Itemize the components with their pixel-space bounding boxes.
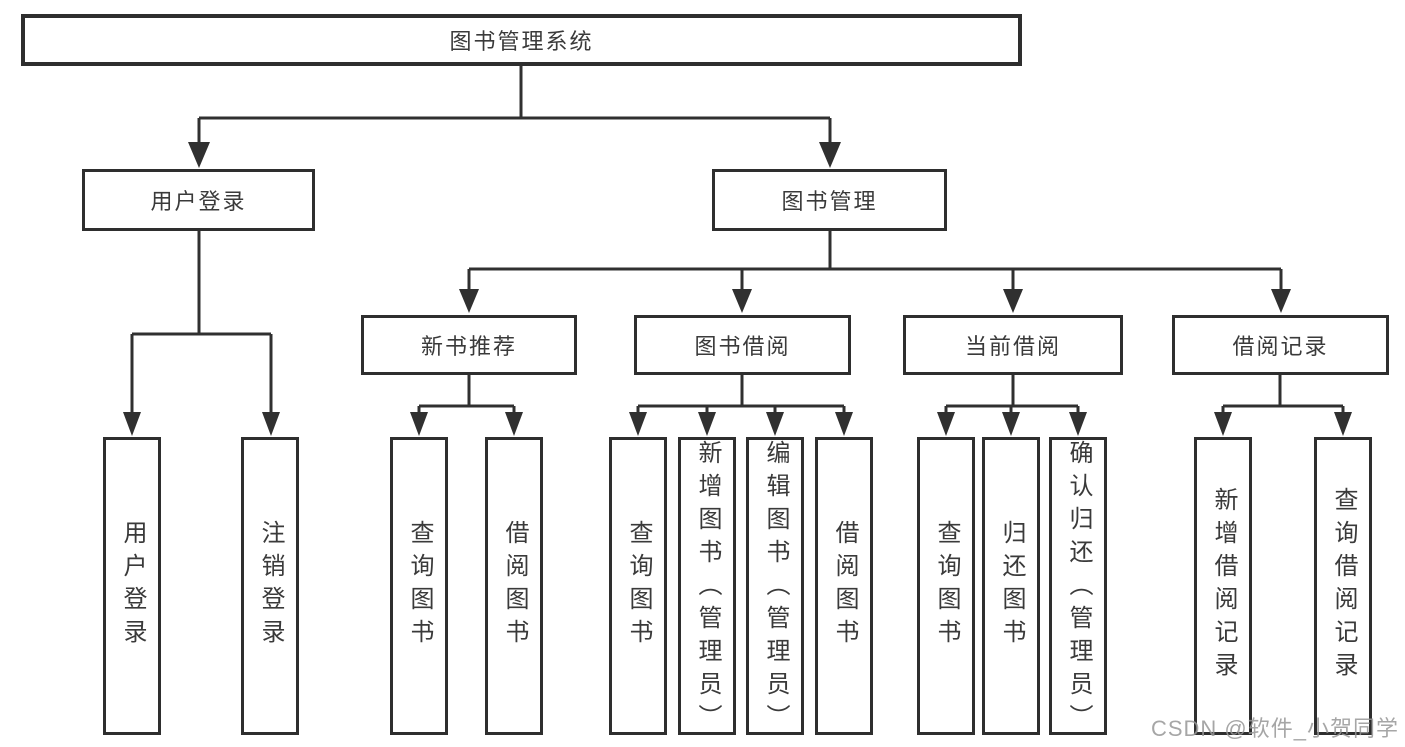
leaf-logout-label: 注销登录: [257, 520, 284, 652]
node-user-login-label: 用户登录: [150, 189, 247, 214]
leaf-borrow-books-recommend-label: 借阅图书: [501, 520, 528, 652]
node-book-borrowing: 图书借阅: [634, 315, 851, 375]
leaf-confirm-return-admin-label: 确认归还（管理员）: [1065, 440, 1092, 737]
leaf-query-books-current-label: 查询图书: [933, 520, 960, 652]
leaf-query-borrow-record: 查询借阅记录: [1314, 437, 1372, 735]
arrow-down-icon: [505, 412, 523, 436]
node-current-borrowing-label: 当前借阅: [964, 334, 1061, 359]
leaf-borrow-books-borrow: 借阅图书: [815, 437, 873, 735]
node-borrowing-records: 借阅记录: [1172, 315, 1389, 375]
leaf-query-borrow-record-label: 查询借阅记录: [1330, 487, 1357, 685]
node-book-borrowing-label: 图书借阅: [694, 334, 791, 359]
arrow-down-icon: [1214, 412, 1232, 436]
node-root-label: 图书管理系统: [449, 29, 594, 54]
arrow-down-icon: [123, 412, 141, 436]
arrow-down-icon: [459, 289, 479, 313]
leaf-edit-book-admin: 编辑图书（管理员）: [746, 437, 804, 737]
leaf-query-books-current: 查询图书: [917, 437, 975, 735]
leaf-add-borrow-record-label: 新增借阅记录: [1210, 487, 1237, 685]
node-book-management-label: 图书管理: [781, 189, 878, 214]
arrow-down-icon: [188, 142, 210, 168]
arrow-down-icon: [766, 412, 784, 436]
arrow-down-icon: [629, 412, 647, 436]
leaf-return-books-label: 归还图书: [998, 520, 1025, 652]
arrow-down-icon: [819, 142, 841, 168]
arrow-down-icon: [410, 412, 428, 436]
arrow-down-icon: [1003, 289, 1023, 313]
leaf-borrow-books-recommend: 借阅图书: [485, 437, 543, 735]
leaf-return-books: 归还图书: [982, 437, 1040, 735]
arrow-down-icon: [732, 289, 752, 313]
leaf-query-books-borrow: 查询图书: [609, 437, 667, 735]
watermark-text: CSDN @软件_小贺同学: [1150, 716, 1399, 741]
arrow-down-icon: [1334, 412, 1352, 436]
arrow-down-icon: [1069, 412, 1087, 436]
leaf-borrow-books-borrow-label: 借阅图书: [831, 520, 858, 652]
leaf-add-book-admin-label: 新增图书（管理员）: [694, 440, 721, 737]
node-new-book-recommend: 新书推荐: [361, 315, 577, 375]
leaf-user-login: 用户登录: [103, 437, 161, 735]
arrow-down-icon: [937, 412, 955, 436]
leaf-confirm-return-admin: 确认归还（管理员）: [1049, 437, 1107, 737]
leaf-edit-book-admin-label: 编辑图书（管理员）: [762, 440, 789, 737]
arrow-down-icon: [1271, 289, 1291, 313]
arrow-down-icon: [262, 412, 280, 436]
node-book-management: 图书管理: [712, 169, 947, 231]
node-current-borrowing: 当前借阅: [903, 315, 1123, 375]
leaf-add-book-admin: 新增图书（管理员）: [678, 437, 736, 737]
leaf-add-borrow-record: 新增借阅记录: [1194, 437, 1252, 735]
leaf-query-books-recommend: 查询图书: [390, 437, 448, 735]
arrow-down-icon: [835, 412, 853, 436]
node-user-login: 用户登录: [82, 169, 315, 231]
leaf-query-books-recommend-label: 查询图书: [406, 520, 433, 652]
leaf-query-books-borrow-label: 查询图书: [625, 520, 652, 652]
arrowheads: [123, 142, 1352, 436]
arrow-down-icon: [698, 412, 716, 436]
leaf-user-login-label: 用户登录: [119, 520, 146, 652]
node-new-book-recommend-label: 新书推荐: [420, 334, 517, 359]
leaf-logout: 注销登录: [241, 437, 299, 735]
arrow-down-icon: [1002, 412, 1020, 436]
node-root: 图书管理系统: [21, 14, 1022, 66]
node-borrowing-records-label: 借阅记录: [1232, 334, 1329, 359]
